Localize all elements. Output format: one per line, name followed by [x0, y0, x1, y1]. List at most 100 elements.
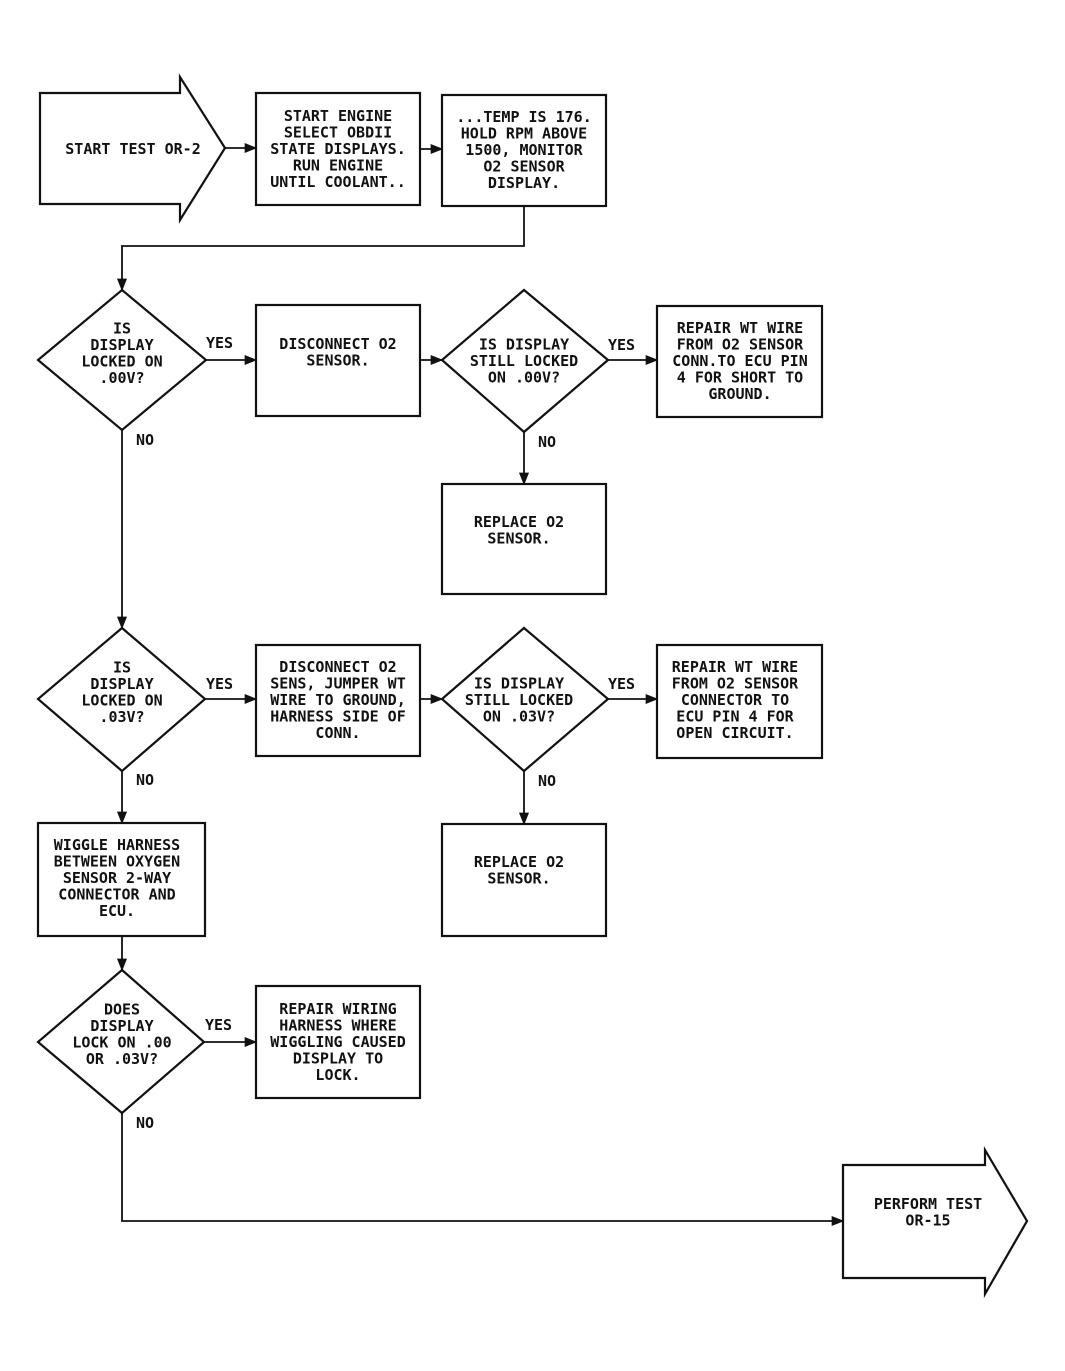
- text-line: .00V?: [99, 369, 144, 387]
- connector-step2-to-d1: [116, 206, 525, 292]
- d1-no-label: NO: [136, 431, 154, 449]
- d5-no-label: NO: [136, 1114, 154, 1132]
- text-line: STILL LOCKED: [470, 352, 578, 370]
- text-line: SENS, JUMPER WT: [270, 675, 405, 693]
- text-line: LOCKED ON: [81, 352, 162, 370]
- connectors: [116, 142, 845, 1227]
- text-line: GROUND.: [708, 385, 771, 403]
- text-line: DISPLAY.: [488, 174, 560, 192]
- text-line: LOCK.: [315, 1066, 360, 1084]
- d4-yes-label: YES: [608, 675, 635, 693]
- text-line: REPAIR WT WIRE: [672, 658, 798, 676]
- text-line: REPAIR WIRING: [279, 1000, 396, 1018]
- text-line: LOCKED ON: [81, 691, 162, 709]
- text-line: OPEN CIRCUIT.: [676, 724, 793, 742]
- text-line: OR .03V?: [86, 1050, 158, 1068]
- text-line: START ENGINE: [284, 107, 392, 125]
- d2-no-label: NO: [538, 433, 556, 451]
- text-line: STATE DISPLAYS.: [270, 140, 405, 158]
- d4-no-label: NO: [538, 772, 556, 790]
- text-line: CONNECTOR TO: [681, 691, 789, 709]
- text-line: FROM O2 SENSOR: [677, 336, 804, 354]
- edge-labels: YES NO YES NO YES NO YES NO YES NO: [136, 334, 635, 1132]
- text-line: IS DISPLAY: [474, 675, 564, 693]
- text-line: IS DISPLAY: [479, 336, 569, 354]
- text-line: SENSOR.: [306, 351, 369, 369]
- text-line: ON .00V?: [488, 369, 560, 387]
- text-line: ECU.: [99, 902, 135, 920]
- text-line: HOLD RPM ABOVE: [461, 125, 587, 143]
- text-line: ON .03V?: [483, 708, 555, 726]
- text-line: HARNESS SIDE OF: [270, 708, 405, 726]
- d5-yes-label: YES: [205, 1016, 232, 1034]
- text-line: 1500, MONITOR: [465, 141, 583, 159]
- text-line: CONN.: [315, 724, 360, 742]
- text-line: ECU PIN 4 FOR: [676, 708, 794, 726]
- text-line: REPLACE O2: [474, 853, 564, 871]
- text-line: DISPLAY TO: [293, 1050, 383, 1068]
- text-line: START TEST OR-2: [65, 140, 200, 158]
- text-line: HARNESS WHERE: [279, 1017, 396, 1035]
- d1-yes-label: YES: [206, 334, 233, 352]
- text-line: PERFORM TEST: [874, 1195, 982, 1213]
- text-line: DISCONNECT O2: [279, 658, 396, 676]
- text-line: STILL LOCKED: [465, 691, 573, 709]
- text-line: WIGGLING CAUSED: [270, 1033, 405, 1051]
- text-line: WIRE TO GROUND,: [270, 691, 405, 709]
- start-test-arrow-shape: START TEST OR-2: [38, 73, 227, 224]
- text-line: DISPLAY: [90, 336, 153, 354]
- text-line: SENSOR.: [487, 529, 550, 547]
- text-line: DISCONNECT O2: [279, 335, 396, 353]
- text-line: O2 SENSOR: [483, 158, 565, 176]
- text-line: OR-15: [905, 1211, 950, 1229]
- connector-d5-no: [121, 1113, 845, 1227]
- text-line: SENSOR.: [487, 869, 550, 887]
- text-line: SELECT OBDII: [284, 124, 392, 142]
- text-line: .03V?: [99, 708, 144, 726]
- text-line: BETWEEN OXYGEN: [54, 853, 180, 871]
- d3-no-label: NO: [136, 771, 154, 789]
- text-line: FROM O2 SENSOR: [672, 675, 799, 693]
- text-line: CONNECTOR AND: [58, 886, 175, 904]
- text-line: IS: [113, 658, 131, 676]
- text-line: IS: [113, 319, 131, 337]
- text-line: LOCK ON .00: [72, 1033, 171, 1051]
- text-line: CONN.TO ECU PIN: [672, 352, 807, 370]
- d2-yes-label: YES: [608, 336, 635, 354]
- text-line: WIGGLE HARNESS: [54, 836, 180, 854]
- d3-yes-label: YES: [206, 675, 233, 693]
- text-line: UNTIL COOLANT..: [270, 173, 405, 191]
- text-line: DISPLAY: [90, 675, 153, 693]
- text-line: 4 FOR SHORT TO: [677, 369, 803, 387]
- text-line: DISPLAY: [90, 1017, 153, 1035]
- text-line: SENSOR 2-WAY: [63, 869, 171, 887]
